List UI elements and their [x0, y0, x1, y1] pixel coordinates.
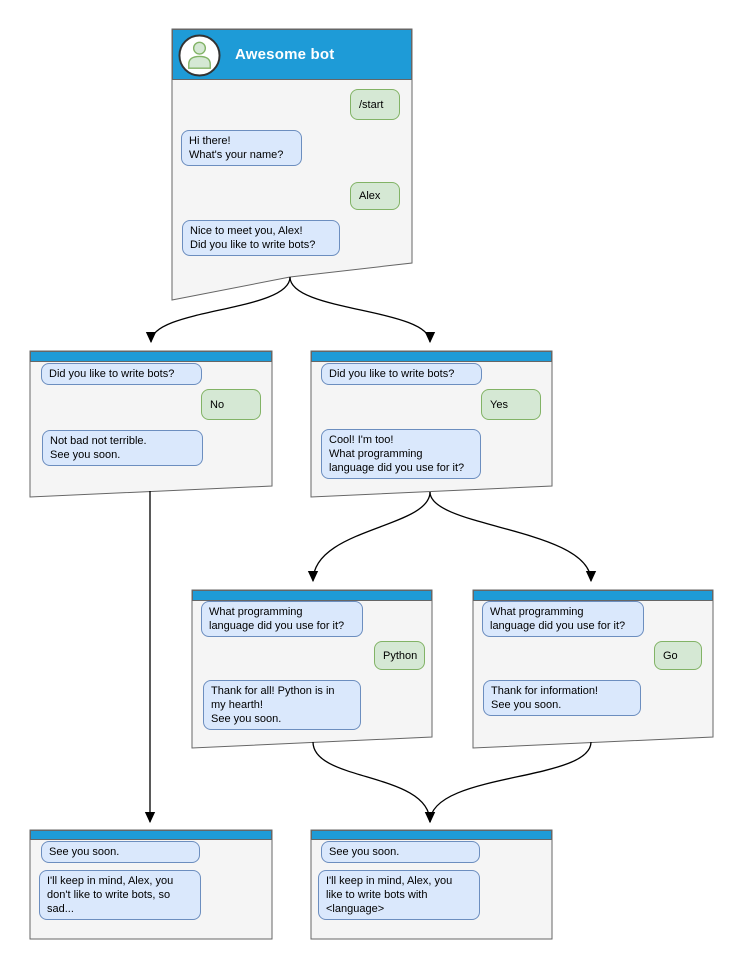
- window-header-branch-no: [30, 351, 272, 362]
- arrow-go-to-end-yes: [424, 741, 592, 824]
- window-header-end-yes: [311, 830, 552, 840]
- bot-message-bubble: I'll keep in mind, Alex, you don't like …: [39, 870, 201, 920]
- user-message-bubble: /start: [350, 89, 400, 120]
- bot-message-bubble: See you soon.: [321, 841, 480, 863]
- bot-message-bubble: Hi there! What's your name?: [181, 130, 302, 166]
- bot-message-bubble: Not bad not terrible. See you soon.: [42, 430, 203, 466]
- window-header-branch-yes: [311, 351, 552, 362]
- arrow-root-to-branch-no: [145, 276, 291, 344]
- bot-message-bubble: What programming language did you use fo…: [482, 601, 644, 637]
- window-header-root: Awesome bot: [172, 29, 412, 80]
- window-header-branch-python: [192, 590, 432, 601]
- bot-message-bubble: Thank for all! Python is in my hearth! S…: [203, 680, 361, 730]
- bot-message-bubble: Did you like to write bots?: [41, 363, 202, 385]
- bot-message-bubble: What programming language did you use fo…: [201, 601, 363, 637]
- window-header-end-no: [30, 830, 272, 840]
- user-message-bubble: Python: [374, 641, 425, 670]
- user-message-bubble: No: [201, 389, 261, 420]
- bot-message-bubble: See you soon.: [41, 841, 200, 863]
- user-message-bubble: Yes: [481, 389, 541, 420]
- bot-message-bubble: Did you like to write bots?: [321, 363, 482, 385]
- arrow-branch-yes-to-go: [429, 491, 597, 583]
- user-message-bubble: Alex: [350, 182, 400, 210]
- bot-message-bubble: I'll keep in mind, Alex, you like to wri…: [318, 870, 480, 920]
- bot-message-bubble: Nice to meet you, Alex! Did you like to …: [182, 220, 340, 256]
- arrow-python-to-end-yes: [312, 741, 436, 824]
- bot-message-bubble: Thank for information! See you soon.: [483, 680, 641, 716]
- arrow-branch-yes-to-python: [307, 491, 431, 583]
- bot-message-bubble: Cool! I'm too! What programming language…: [321, 429, 481, 479]
- bot-avatar-icon: [178, 34, 221, 77]
- window-header-branch-go: [473, 590, 713, 601]
- arrow-root-to-branch-yes: [289, 276, 436, 344]
- user-message-bubble: Go: [654, 641, 702, 670]
- bot-title: Awesome bot: [235, 46, 335, 63]
